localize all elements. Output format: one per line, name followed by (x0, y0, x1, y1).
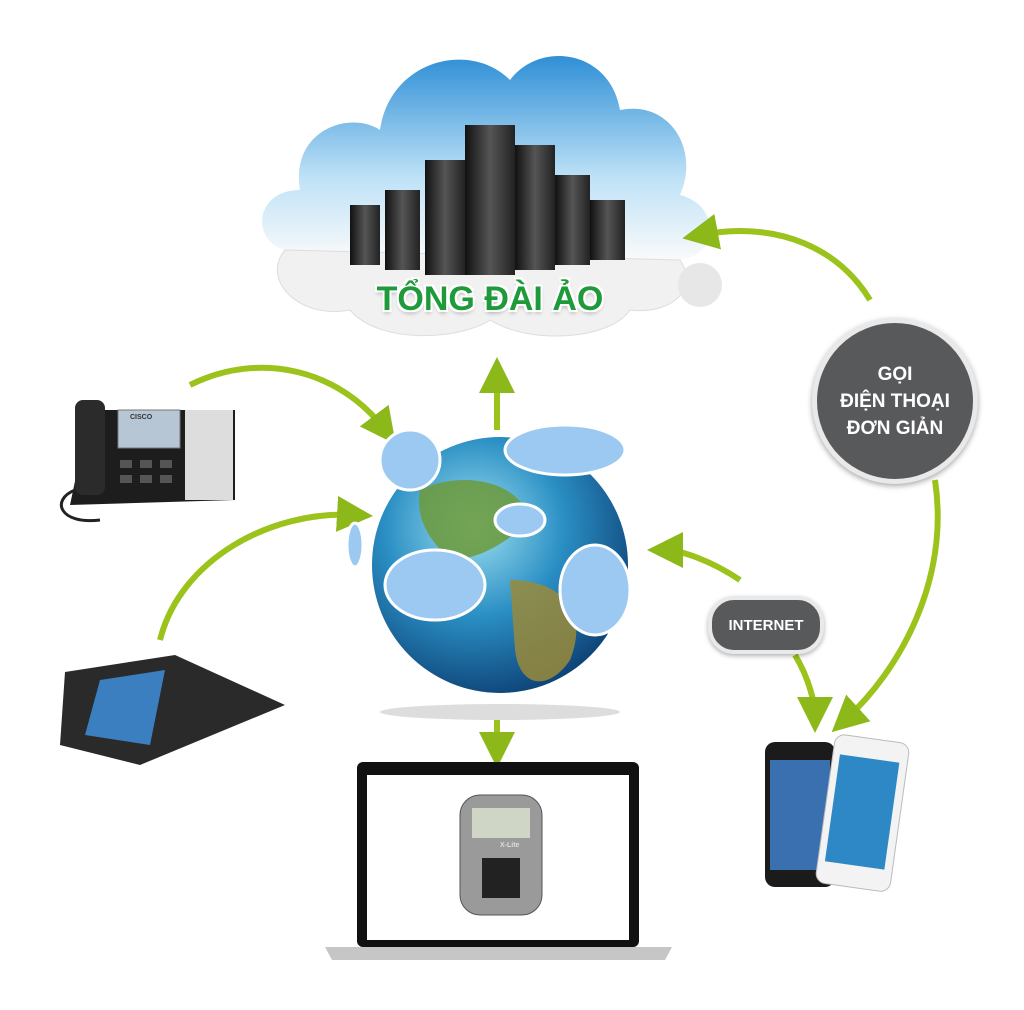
arrow-badge-to-cloud (682, 213, 873, 302)
arrow-badge-to-phones (831, 479, 941, 733)
cisco-logo: CISCO (130, 414, 153, 421)
cloud-icons (345, 423, 632, 637)
simple-calling-badge: GỌI ĐIỆN THOẠI ĐƠN GIẢN (812, 318, 978, 484)
smartphones (765, 734, 910, 892)
server-racks-icon (350, 125, 625, 275)
badge-line: ĐIỆN THOẠI (840, 390, 950, 412)
badge-line: GỌI (877, 363, 913, 385)
cisco-desk-phone (59, 400, 235, 523)
virtual-pbx-title: TỔNG ĐÀI ẢO (376, 280, 604, 318)
globe-internet (345, 423, 632, 720)
virtual-pbx-cloud (262, 56, 722, 337)
arrow-deskphone-to-globe (188, 364, 396, 445)
connection-arrows (157, 213, 941, 768)
arrow-internet-to-phones (792, 653, 833, 733)
x-lite-softphone-icon (459, 794, 543, 916)
badge-line: ĐƠN GIẢN (846, 417, 944, 439)
arrow-conference-to-globe (157, 495, 373, 641)
x-lite-logo: X-Lite (500, 842, 520, 849)
internet-label: INTERNET (708, 596, 824, 654)
conference-phone (60, 655, 285, 765)
arrow-internet-to-globe (647, 532, 742, 583)
laptop-softphone (325, 762, 672, 960)
